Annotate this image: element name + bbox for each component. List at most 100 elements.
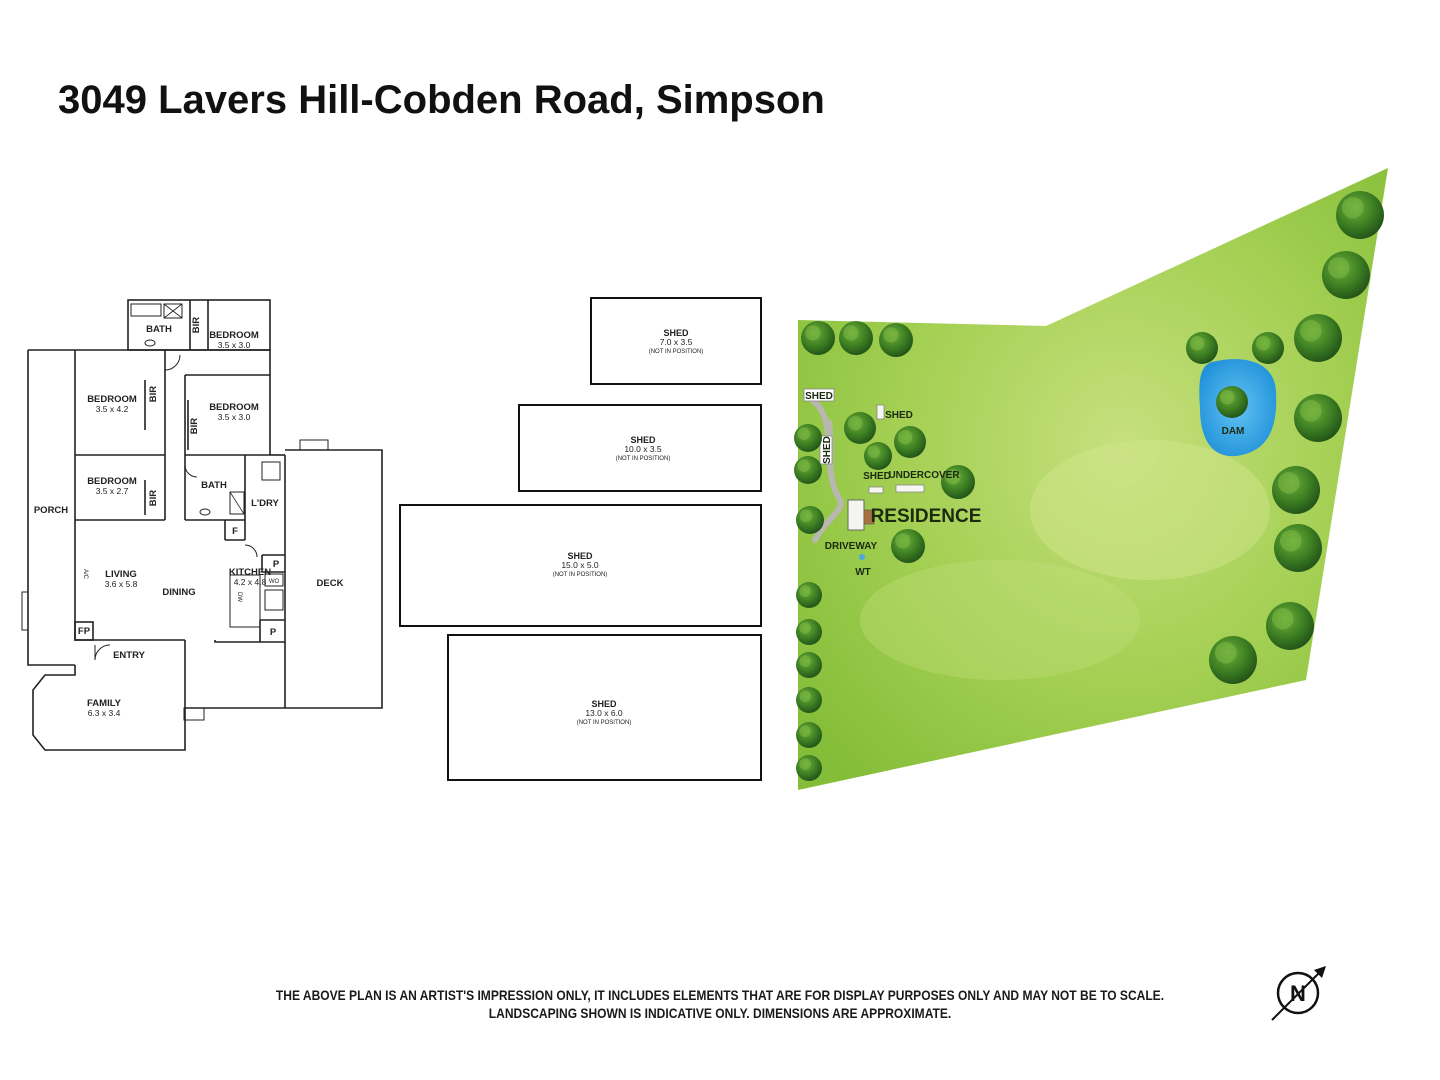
tree-icon bbox=[1272, 466, 1320, 514]
room-dimension: 3.6 x 5.8 bbox=[105, 579, 138, 589]
tree-icon bbox=[796, 687, 822, 713]
tree-icon bbox=[1209, 636, 1257, 684]
room-label: BIR bbox=[148, 386, 159, 403]
room-dimension: 3.5 x 2.7 bbox=[96, 486, 129, 496]
shed-1-dimension: 7.0 x 3.5 bbox=[660, 337, 693, 347]
room-label: BATH bbox=[146, 324, 172, 335]
tree-icon bbox=[864, 442, 892, 470]
tree-icon bbox=[1294, 314, 1342, 362]
compass-label: N bbox=[1290, 981, 1306, 1006]
tree-icon bbox=[1294, 394, 1342, 442]
site-label-shed-west: SHED bbox=[885, 410, 913, 421]
north-compass: N bbox=[1271, 966, 1326, 1021]
room-label: BIR bbox=[148, 490, 159, 507]
tree-icon bbox=[796, 652, 822, 678]
room-label: DINING bbox=[162, 587, 195, 598]
room-label: FP bbox=[78, 626, 91, 637]
room-dimension: 3.5 x 3.0 bbox=[218, 340, 251, 350]
room-label: WO bbox=[269, 579, 280, 585]
room-label: BEDROOM bbox=[87, 476, 137, 487]
shed-1-note: (NOT IN POSITION) bbox=[649, 349, 704, 355]
room-label: A/C bbox=[82, 569, 88, 580]
room-label: PORCH bbox=[34, 505, 68, 516]
room-label: BEDROOM bbox=[87, 394, 137, 405]
shed-west bbox=[876, 404, 885, 420]
page-title: 3049 Lavers Hill-Cobden Road, Simpson bbox=[58, 78, 825, 122]
tree-icon bbox=[801, 321, 835, 355]
shed-2-outline bbox=[518, 404, 762, 492]
tree-icon bbox=[796, 582, 822, 608]
shed-3-outline bbox=[399, 504, 762, 627]
shed-north bbox=[803, 388, 835, 402]
shed-3-name: SHED bbox=[567, 551, 593, 561]
shed-2-note: (NOT IN POSITION) bbox=[616, 456, 671, 462]
shed-3-dimension: 15.0 x 5.0 bbox=[561, 560, 599, 570]
site-label-driveway: DRIVEWAY bbox=[825, 541, 878, 552]
room-label: BIR bbox=[191, 317, 202, 334]
tree-icon bbox=[1186, 332, 1218, 364]
residence-building bbox=[847, 499, 865, 531]
disclaimer-line-2: LANDSCAPING SHOWN IS INDICATIVE ONLY. DI… bbox=[488, 1005, 952, 1021]
site-labels: SHED SHED SHED SHED UNDERCOVER RESIDENCE… bbox=[805, 391, 1244, 578]
trees bbox=[794, 191, 1384, 781]
room-label: BATH bbox=[201, 480, 227, 491]
room-label: KITCHEN bbox=[229, 567, 271, 578]
tree-icon bbox=[794, 424, 822, 452]
tree-icon bbox=[796, 722, 822, 748]
shed-plans bbox=[399, 297, 762, 781]
floor-plan bbox=[21, 299, 383, 751]
tree-icon bbox=[839, 321, 873, 355]
room-label: BEDROOM bbox=[209, 330, 259, 341]
room-label: ENTRY bbox=[113, 650, 146, 661]
room-label: DW bbox=[236, 592, 242, 602]
shed-labels: SHED 7.0 x 3.5 (NOT IN POSITION) SHED 10… bbox=[553, 328, 704, 726]
disclaimer-line-1: THE ABOVE PLAN IS AN ARTIST'S IMPRESSION… bbox=[275, 987, 1165, 1003]
tree-icon bbox=[1336, 191, 1384, 239]
room-label: P bbox=[270, 627, 277, 638]
room-dimension: 4.2 x 4.8 bbox=[234, 577, 267, 587]
room-label: LIVING bbox=[105, 569, 137, 580]
tree-icon bbox=[794, 456, 822, 484]
site-label-residence: RESIDENCE bbox=[871, 506, 982, 527]
tree-icon bbox=[1216, 386, 1248, 418]
floor-plan-labels: BATH BIR BEDROOM 3.5 x 3.0 BEDROOM 3.5 x… bbox=[34, 317, 344, 718]
shed-vertical bbox=[819, 435, 833, 465]
site-label-shed-small: SHED bbox=[863, 471, 891, 482]
tree-icon bbox=[796, 755, 822, 781]
shed-4-note: (NOT IN POSITION) bbox=[577, 720, 632, 726]
tree-icon bbox=[796, 506, 824, 534]
land-parcel bbox=[798, 168, 1388, 790]
room-label: FAMILY bbox=[87, 698, 122, 709]
room-label: F bbox=[232, 526, 238, 537]
shed-4-dimension: 13.0 x 6.0 bbox=[585, 708, 623, 718]
tree-icon bbox=[894, 426, 926, 458]
driveway bbox=[809, 397, 844, 543]
room-label: BIR bbox=[189, 418, 200, 435]
tree-icon bbox=[844, 412, 876, 444]
tree-icon bbox=[879, 323, 913, 357]
site-plan bbox=[794, 168, 1388, 790]
shed-2-name: SHED bbox=[630, 435, 656, 445]
disclaimer: THE ABOVE PLAN IS AN ARTIST'S IMPRESSION… bbox=[101, 986, 1339, 1022]
compass-arrow-icon bbox=[1314, 966, 1326, 978]
tree-icon bbox=[1266, 602, 1314, 650]
shed-1-name: SHED bbox=[663, 328, 689, 338]
site-label-shed-north: SHED bbox=[805, 391, 833, 402]
room-dimension: 6.3 x 3.4 bbox=[88, 708, 121, 718]
tree-icon bbox=[891, 529, 925, 563]
shed-4-name: SHED bbox=[591, 699, 617, 709]
room-dimension: 3.5 x 3.0 bbox=[218, 412, 251, 422]
site-label-undercover: UNDERCOVER bbox=[888, 470, 960, 481]
tree-icon bbox=[1252, 332, 1284, 364]
undercover-structure bbox=[895, 484, 925, 493]
shed-4-outline bbox=[447, 634, 762, 781]
room-label: BEDROOM bbox=[209, 402, 259, 413]
site-label-wt: WT bbox=[855, 567, 871, 578]
shed-2-dimension: 10.0 x 3.5 bbox=[624, 444, 662, 454]
tree-icon bbox=[796, 619, 822, 645]
water-tank bbox=[859, 554, 865, 560]
tree-icon bbox=[941, 465, 975, 499]
shed-3-note: (NOT IN POSITION) bbox=[553, 572, 608, 578]
room-label: P bbox=[273, 559, 280, 570]
